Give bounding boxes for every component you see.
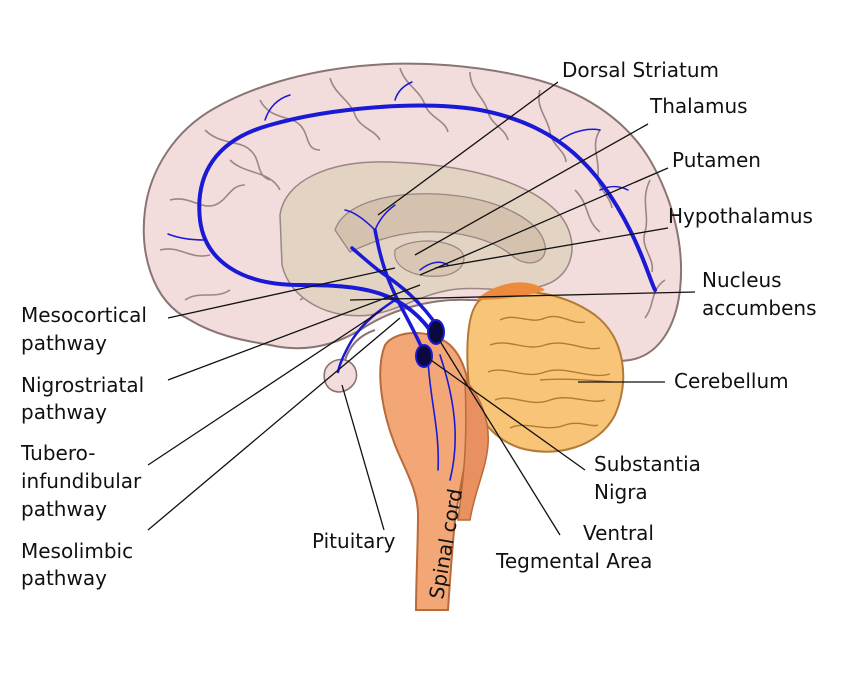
label-mesolimbic-line2: pathway [21,566,107,590]
label-tuberoinfundibular-line2: infundibular [21,469,142,493]
label-mesolimbic-line1: Mesolimbic [21,539,133,563]
cerebellum-top-cap [478,282,545,300]
label-ventral-tegmental-line2: Tegmental Area [495,549,652,573]
label-nucleus-accumbens-line1: Nucleus [702,268,782,292]
label-thalamus: Thalamus [649,94,748,118]
label-cerebellum: Cerebellum [674,369,789,393]
label-substantia-nigra-line1: Substantia [594,452,701,476]
substantia-nigra-nucleus [415,344,433,368]
leader-lines [147,81,696,536]
label-mesocortical-line2: pathway [21,331,107,355]
label-tuberoinfundibular-line1: Tubero- [20,441,95,465]
brainstem [379,332,472,611]
label-substantia-nigra-line2: Nigra [594,480,648,504]
cerebellum-folia [487,315,613,429]
label-hypothalamus: Hypothalamus [668,204,813,228]
label-mesocortical-line1: Mesocortical [21,303,147,327]
label-nucleus-accumbens-line2: accumbens [702,296,817,320]
vta-nucleus [427,319,445,345]
label-tuberoinfundibular-line3: pathway [21,497,107,521]
pituitary-gland [323,358,358,393]
mesolimbic-pathway-line [350,246,442,332]
label-putamen: Putamen [672,148,761,172]
tuberoinfundibular-pathway-line [336,298,397,374]
dopamine-pathways [167,81,657,481]
mesocortical-pathway-line [197,103,657,332]
label-nigrostriatal-line1: Nigrostriatal [21,373,144,397]
pituitary-stalk [344,329,376,361]
label-nigrostriatal-line2: pathway [21,400,107,424]
label-dorsal-striatum: Dorsal Striatum [562,58,719,82]
label-pituitary: Pituitary [312,529,396,553]
thalamus-region [394,240,465,277]
label-ventral-tegmental-line1: Ventral [583,521,654,545]
